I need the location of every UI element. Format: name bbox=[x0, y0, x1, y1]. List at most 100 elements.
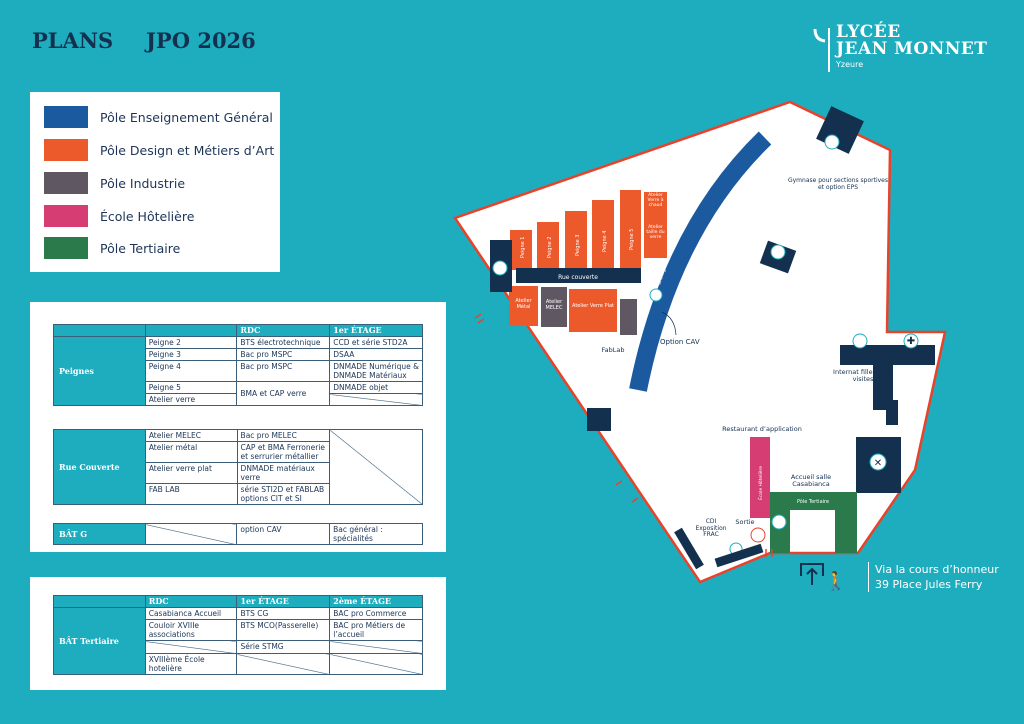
cutlery-icon: ✕ bbox=[874, 458, 882, 469]
coffee-pin-icon[interactable] bbox=[770, 244, 786, 260]
legend-swatch bbox=[44, 106, 88, 128]
logo-line2: JEAN MONNET bbox=[836, 39, 988, 59]
accueil-label: Accueil salle Casabianca bbox=[790, 473, 832, 489]
peigne-label: Peigne 1 bbox=[520, 237, 526, 259]
verre-plat-label: Atelier Verre Plat bbox=[572, 303, 614, 309]
option-cav-label: Option CAV bbox=[660, 338, 700, 346]
logo-mark-icon bbox=[813, 28, 826, 43]
peigne-2 bbox=[537, 222, 559, 270]
legend-label: Pôle Tertiaire bbox=[100, 240, 181, 256]
building-pin-icon[interactable] bbox=[771, 514, 787, 530]
row-name: Atelier verre bbox=[144, 393, 238, 406]
cdi-label: CDI Exposition FRAC bbox=[695, 518, 727, 539]
legend-item: École Hôtelière bbox=[44, 205, 194, 227]
header-rdc: RDC bbox=[236, 324, 331, 337]
annex-building bbox=[886, 400, 898, 425]
medical-pin-icon[interactable] bbox=[903, 333, 919, 349]
peigne-5 bbox=[620, 190, 641, 270]
legend-item: Pôle Enseignement Général bbox=[44, 106, 273, 128]
legend-swatch bbox=[44, 139, 88, 161]
peigne-label: Peigne 5 bbox=[629, 229, 635, 251]
address-line1: Via la cours d’honneur bbox=[875, 563, 999, 576]
gymnase-label: Gymnase pour sections sportives et optio… bbox=[787, 177, 888, 191]
peigne-label: Peigne 3 bbox=[575, 235, 581, 257]
entrance-icon bbox=[800, 563, 824, 585]
bed-pin-icon[interactable] bbox=[852, 333, 868, 349]
sport-pin-icon[interactable] bbox=[824, 134, 840, 150]
row-name: FAB LAB bbox=[144, 483, 238, 505]
group-bat-g: BÂT G bbox=[53, 523, 146, 545]
legend-swatch bbox=[44, 172, 88, 194]
empty-cell bbox=[329, 653, 423, 675]
legend-item: Pôle Industrie bbox=[44, 172, 185, 194]
legend-swatch bbox=[44, 237, 88, 259]
cell: série STI2D et FABLAB options CIT et SI bbox=[236, 483, 331, 505]
gate-marks bbox=[474, 313, 773, 557]
metal-label: Atelier Métal bbox=[515, 298, 532, 310]
peigne-label: Peigne 2 bbox=[547, 237, 553, 259]
atelier-metal bbox=[509, 286, 538, 326]
header-etage1: 1er ÉTAGE bbox=[236, 595, 331, 608]
atelier-melec bbox=[541, 287, 567, 327]
cav-pin-icon[interactable] bbox=[649, 288, 663, 302]
empty-cell bbox=[144, 523, 238, 545]
internat-label: Internat filles pour visites bbox=[833, 368, 893, 384]
bat-g-building bbox=[587, 408, 611, 431]
taille-label: Atelier taille du verre bbox=[646, 225, 665, 240]
legend-item: Pôle Design et Métiers d’Art bbox=[44, 139, 274, 161]
melec-label: Atelier MELEC bbox=[545, 299, 563, 311]
cell: XVIIIème École hotelière bbox=[144, 653, 238, 675]
legend-label: École Hôtelière bbox=[100, 208, 195, 224]
atelier-verre-chaud bbox=[644, 192, 667, 258]
ecole-hoteliere-label: École Hôtelière bbox=[756, 466, 764, 500]
frac-building bbox=[714, 543, 764, 568]
address-line2: 39 Place Jules Ferry bbox=[875, 578, 983, 591]
alarm-pin-icon[interactable] bbox=[750, 527, 766, 543]
fablab-label: FabLab bbox=[602, 346, 625, 354]
logo-line1: LYCÉE bbox=[836, 22, 901, 42]
page-title: PLANS bbox=[32, 28, 114, 53]
restaurant-label: Restaurant d’application bbox=[722, 425, 802, 433]
empty-cell bbox=[329, 429, 423, 505]
cell: Bac général : spécialités bbox=[329, 523, 423, 545]
empty-cell bbox=[236, 653, 331, 675]
legend-label: Pôle Industrie bbox=[100, 175, 186, 191]
cross-icon: ✚ bbox=[907, 336, 915, 347]
walking-person-icon: 🚶 bbox=[825, 570, 847, 592]
empty-cell bbox=[329, 640, 423, 654]
legend-label: Pôle Design et Métiers d’Art bbox=[100, 142, 275, 158]
group-rue-couverte: Rue Couverte bbox=[53, 429, 146, 505]
peigne-label: Peigne 4 bbox=[602, 231, 608, 253]
school-logo: LYCÉE JEAN MONNET Yzeure bbox=[812, 22, 988, 72]
cdi-building bbox=[674, 527, 704, 570]
rue-couverte-label: Rue couverte bbox=[558, 274, 598, 281]
sortie-label: Sortie bbox=[735, 518, 754, 526]
group-peignes: Peignes bbox=[53, 336, 146, 406]
legend-swatch bbox=[44, 205, 88, 227]
verre-chaud-label: Atelier Verre à chaud bbox=[647, 193, 664, 208]
restaurant-pin-icon[interactable] bbox=[869, 453, 887, 471]
internat-wing bbox=[873, 345, 893, 410]
cell: BMA et CAP verre bbox=[236, 381, 331, 406]
logo-city: Yzeure bbox=[836, 60, 864, 69]
fablab-building bbox=[620, 299, 637, 335]
peigne-3 bbox=[565, 211, 587, 270]
box-pin-icon[interactable] bbox=[492, 260, 508, 276]
rue-couverte bbox=[516, 268, 641, 283]
atelier-verre-plat bbox=[569, 289, 617, 332]
enseignement-general-building bbox=[629, 131, 772, 392]
ecole-hoteliere-building bbox=[750, 437, 770, 518]
legend-item: Pôle Tertiaire bbox=[44, 237, 180, 259]
peignes: Peigne 1 Peigne 2 Peigne 3 Peigne 4 Peig… bbox=[510, 190, 667, 270]
pole-tertiaire-building bbox=[770, 492, 857, 553]
empty-cell bbox=[329, 393, 423, 406]
campus-outline bbox=[453, 100, 947, 584]
peigne-1 bbox=[510, 230, 532, 270]
legend: Pôle Enseignement Général Pôle Design et… bbox=[30, 92, 280, 272]
